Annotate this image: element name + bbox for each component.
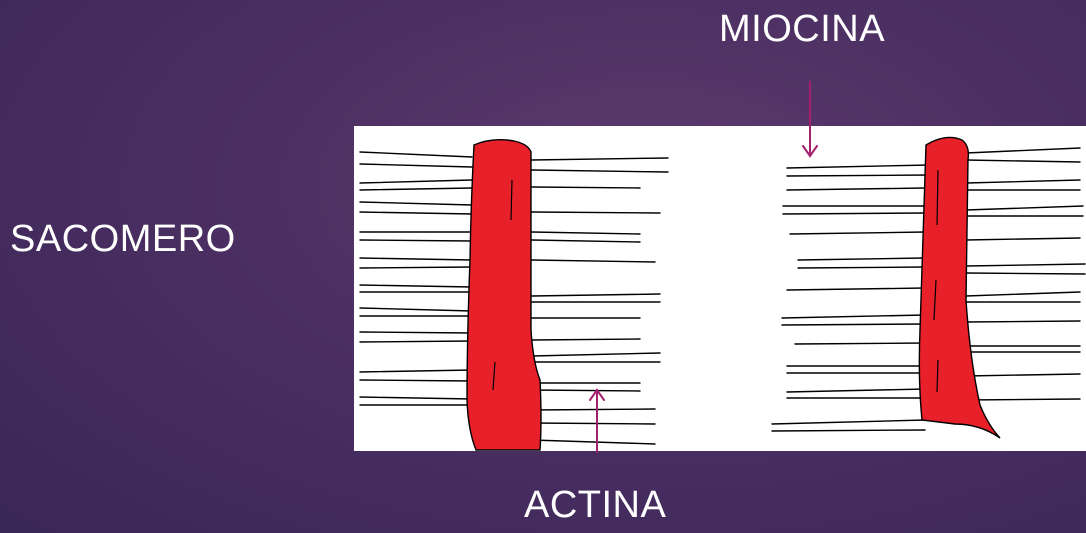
filament-line bbox=[360, 285, 472, 292]
filament-line bbox=[966, 238, 1080, 240]
filament-line bbox=[966, 264, 1085, 274]
myosin-arrow bbox=[803, 82, 817, 156]
filament-line bbox=[360, 180, 472, 190]
filament-line bbox=[360, 308, 472, 316]
filament-line bbox=[360, 370, 472, 381]
filament-line bbox=[532, 232, 640, 242]
filament-line bbox=[532, 158, 668, 172]
filament-line bbox=[782, 315, 925, 325]
filament-line bbox=[966, 148, 1080, 162]
filament-line bbox=[360, 258, 472, 268]
filament-line bbox=[787, 165, 930, 176]
filament-line bbox=[795, 343, 925, 344]
filament-line bbox=[360, 397, 472, 405]
z-disc-inner-lines bbox=[493, 170, 938, 392]
filament-line bbox=[790, 232, 925, 234]
filament-line bbox=[360, 202, 472, 214]
filament-line bbox=[532, 409, 655, 410]
filament-line bbox=[966, 346, 1080, 352]
filament-line bbox=[532, 212, 660, 213]
filament-line bbox=[966, 321, 1080, 322]
filament-line bbox=[532, 383, 640, 391]
filament-line bbox=[532, 260, 655, 262]
filament-line bbox=[772, 420, 925, 431]
filament-line bbox=[360, 152, 472, 167]
filament-line bbox=[966, 180, 1080, 190]
filament-line bbox=[360, 232, 472, 241]
filament-line bbox=[532, 294, 660, 302]
filament-line bbox=[360, 332, 472, 342]
filament-line bbox=[787, 366, 925, 373]
filament-line bbox=[966, 399, 1080, 400]
filament-line bbox=[966, 292, 1080, 302]
filament-line bbox=[783, 206, 925, 214]
filament-line bbox=[787, 188, 925, 190]
filament-line bbox=[787, 288, 925, 290]
filament-line bbox=[966, 206, 1083, 216]
filament-line bbox=[787, 389, 925, 398]
filament-line bbox=[532, 440, 655, 444]
left-z-disc bbox=[467, 140, 541, 450]
filament-line bbox=[532, 339, 640, 340]
filament-line bbox=[798, 258, 925, 268]
filament-line bbox=[532, 423, 655, 424]
filament-line bbox=[966, 374, 1080, 376]
filament-line bbox=[532, 187, 640, 188]
filament-line bbox=[532, 353, 660, 362]
